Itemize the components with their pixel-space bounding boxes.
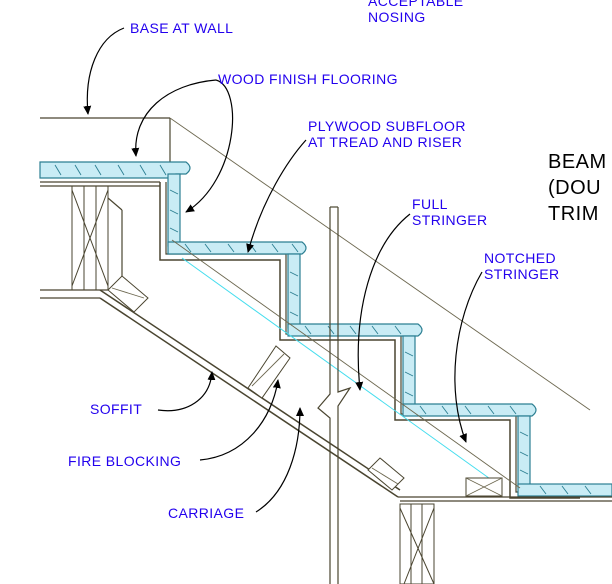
label-carriage: CARRIAGE — [168, 505, 244, 521]
label-soffit: SOFFIT — [90, 401, 142, 417]
stringer-line — [171, 239, 521, 489]
label-notched-stringer-line2: STRINGER — [484, 266, 560, 282]
label-plywood-line1: PLYWOOD SUBFLOOR — [308, 118, 466, 134]
upper-landing — [40, 117, 591, 411]
fire-blocking-blocks — [107, 275, 405, 491]
label-fire-blocking: FIRE BLOCKING — [68, 453, 181, 469]
labels: ACCEPTABLE NOSING BASE AT WALL WOOD FINI… — [68, 0, 607, 521]
leader-full-stringer — [355, 213, 411, 391]
label-beam-line3: TRIM — [548, 203, 599, 225]
leader-soffit — [157, 371, 216, 412]
label-full-stringer-line1: FULL — [412, 196, 448, 212]
label-nosing-line1: ACCEPTABLE — [368, 0, 464, 9]
leader-plywood-subfloor — [246, 139, 307, 253]
plywood-subfloor — [159, 182, 580, 499]
section-break-line — [317, 206, 352, 584]
label-base-at-wall: BASE AT WALL — [130, 20, 233, 36]
wood-finish-flooring — [39, 161, 612, 497]
leader-base-at-wall — [83, 27, 125, 115]
leader-carriage — [255, 407, 304, 513]
leader-lines — [83, 27, 483, 513]
label-full-stringer-line2: STRINGER — [412, 212, 488, 228]
leader-notched-stringer — [454, 271, 483, 443]
leader-fire-blocking — [199, 379, 281, 461]
label-plywood-line2: AT TREAD AND RISER — [308, 134, 462, 150]
lower-floor-structure — [398, 496, 612, 584]
label-wood-finish-flooring: WOOD FINISH FLOORING — [218, 71, 398, 87]
leader-wood-flooring-riser — [185, 79, 234, 213]
label-beam-line1: BEAM — [548, 151, 607, 173]
leader-wood-flooring-landing — [131, 79, 217, 157]
label-nosing-line2: NOSING — [368, 9, 426, 25]
label-notched-stringer-line1: NOTCHED — [484, 250, 556, 266]
label-beam-line2: (DOU — [548, 177, 601, 199]
notched-stringer-block — [465, 477, 503, 497]
